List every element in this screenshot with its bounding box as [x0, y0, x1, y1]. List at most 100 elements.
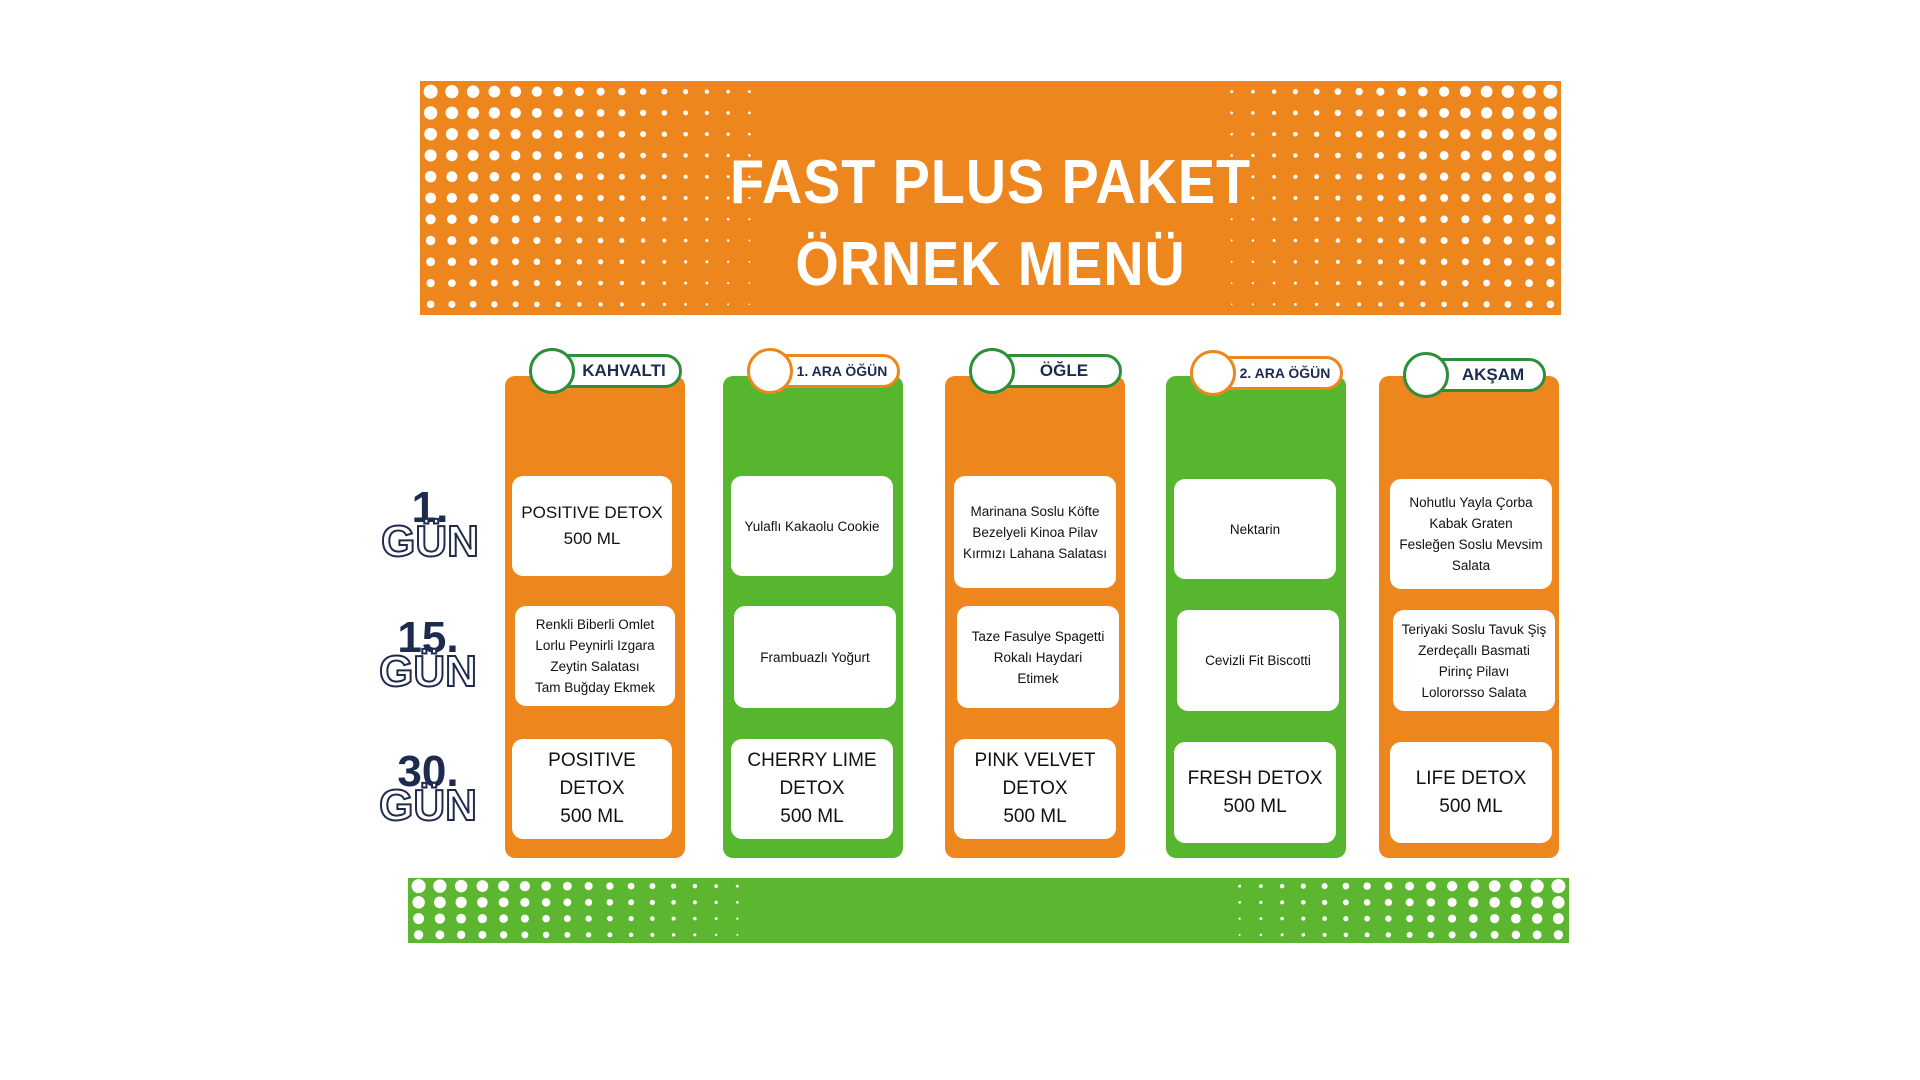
dot — [1483, 301, 1490, 308]
dot — [532, 129, 542, 139]
dot — [1251, 260, 1255, 264]
meal-tag-kahvalti: KAHVALTI — [529, 348, 682, 394]
dot — [1230, 132, 1233, 136]
dot — [1313, 131, 1320, 137]
dot — [683, 110, 689, 116]
circle-icon — [1403, 352, 1449, 398]
dot — [1230, 154, 1233, 157]
dot — [1448, 931, 1456, 939]
dot — [1314, 259, 1319, 264]
dot — [521, 931, 529, 939]
dot — [1364, 932, 1370, 938]
dot — [1419, 237, 1427, 244]
dot — [424, 149, 437, 162]
dot — [1272, 260, 1276, 264]
dot — [1356, 195, 1362, 201]
dot — [576, 216, 583, 223]
dot — [1364, 915, 1371, 922]
dot — [748, 132, 751, 136]
dot — [683, 238, 688, 243]
dot — [1482, 236, 1491, 245]
dot — [576, 280, 582, 286]
dot — [714, 933, 718, 937]
dot — [512, 301, 519, 308]
dot — [662, 281, 667, 285]
dot — [705, 281, 709, 285]
day-number: 1. — [411, 483, 449, 532]
dot — [1322, 932, 1327, 937]
dot — [1481, 150, 1492, 161]
dot — [1230, 196, 1233, 200]
dot — [598, 280, 604, 286]
footer-band — [408, 878, 1569, 943]
dot — [1293, 238, 1298, 243]
dot — [1314, 217, 1319, 222]
dot — [748, 154, 751, 157]
dot — [736, 933, 739, 936]
dot — [1314, 174, 1320, 180]
dot — [413, 913, 425, 925]
dot — [606, 899, 614, 906]
dot — [1523, 171, 1535, 183]
dot — [1418, 129, 1428, 139]
dot — [1420, 301, 1426, 307]
dot — [683, 89, 689, 95]
dot — [532, 194, 541, 202]
dot — [726, 132, 730, 136]
dot — [650, 932, 655, 937]
dot — [1280, 933, 1284, 937]
page-subtitle: ÖRNEK MENÜ — [795, 230, 1186, 299]
dot — [491, 301, 498, 308]
dot — [1293, 260, 1298, 264]
dot — [1524, 214, 1534, 225]
dot — [1460, 150, 1471, 161]
dot — [1272, 132, 1277, 137]
dot — [532, 150, 542, 160]
dot — [747, 90, 751, 94]
dot — [541, 881, 551, 891]
dot — [1251, 196, 1255, 200]
dot — [597, 237, 604, 244]
dot — [512, 279, 519, 287]
dot — [1418, 172, 1427, 181]
dot — [1335, 259, 1340, 264]
dot — [489, 193, 499, 203]
dot — [1468, 897, 1479, 908]
dot — [1418, 151, 1428, 160]
dot — [726, 89, 730, 94]
dot — [413, 930, 424, 940]
dot — [1418, 86, 1428, 97]
dot — [727, 303, 730, 306]
dot — [747, 111, 751, 115]
dot — [704, 153, 709, 158]
dot — [1334, 131, 1341, 138]
dot — [618, 109, 626, 117]
day-word: GÜN — [378, 647, 478, 696]
dot — [1279, 883, 1285, 889]
dot — [553, 86, 563, 97]
dot — [467, 106, 480, 119]
dot — [714, 884, 718, 888]
meal-tag-ara-ogun-2: 2. ARA ÖĞÜN — [1190, 350, 1343, 396]
menu-item-card: CHERRY LIME DETOX 500 ML — [731, 739, 893, 839]
dot — [553, 108, 563, 118]
dot — [1293, 195, 1298, 201]
dot — [520, 897, 530, 907]
dot — [1321, 899, 1328, 906]
dot — [684, 281, 688, 285]
dot — [1544, 192, 1556, 204]
dot — [445, 85, 459, 99]
circle-icon — [747, 348, 793, 394]
dot — [1461, 236, 1470, 245]
dot — [1271, 89, 1277, 94]
dot — [1322, 916, 1327, 921]
dot — [562, 881, 572, 891]
dot — [1398, 194, 1406, 202]
dot — [1259, 884, 1263, 888]
dot — [423, 84, 438, 99]
meal-tag-ogle: ÖĞLE — [969, 348, 1122, 394]
dot — [726, 153, 730, 158]
dot — [510, 86, 522, 98]
dot — [1439, 150, 1449, 160]
dot — [426, 278, 435, 288]
